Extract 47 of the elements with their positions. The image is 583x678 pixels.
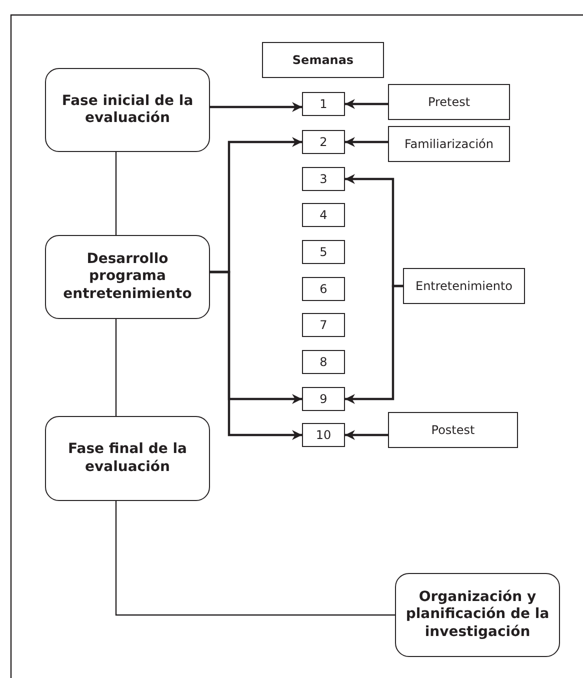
connector-line (115, 152, 117, 235)
node-label: 6 (320, 282, 328, 296)
node-label: 2 (320, 135, 328, 149)
phase-box (45, 416, 210, 501)
week-box (302, 130, 345, 154)
week-box (302, 423, 345, 447)
node-label: Fase inicial de la evaluación (60, 92, 194, 128)
node-label: 1 (320, 97, 328, 111)
week-box (302, 240, 345, 264)
arrow (345, 284, 403, 404)
node-label: Pretest (428, 95, 470, 109)
phase-box (45, 235, 210, 319)
week-box (302, 167, 345, 191)
node-label: Familiarización (404, 137, 494, 151)
node-label: Postest (431, 423, 475, 437)
node-label: Fase final de la evaluación (67, 441, 188, 476)
week-box (302, 350, 345, 374)
arrow (210, 102, 302, 112)
node-label: Entretenimiento (415, 279, 513, 293)
node-label: 9 (320, 392, 328, 406)
node-label: 5 (320, 245, 328, 259)
activity-box (388, 412, 518, 448)
connector-line (115, 319, 117, 416)
arrow (210, 270, 302, 440)
node-label: 8 (320, 355, 328, 369)
node-label: 4 (320, 208, 328, 222)
phase-box (395, 573, 560, 657)
node-label: 10 (316, 428, 332, 442)
week-box (302, 92, 345, 116)
node-label: Desarrollo programa entretenimiento (62, 250, 193, 304)
activity-box (403, 268, 525, 304)
node-label: 3 (320, 172, 328, 186)
node-label: Semanas (292, 53, 354, 67)
week-header-box (262, 42, 384, 78)
week-box (302, 387, 345, 411)
connector-line (115, 501, 395, 616)
node-label: 7 (320, 318, 328, 332)
arrow (345, 137, 388, 147)
arrow (345, 430, 388, 440)
week-box (302, 203, 345, 227)
activity-box (388, 126, 510, 162)
week-box (302, 277, 345, 301)
arrow (345, 99, 388, 109)
node-label: Organización y planificación de la investigación (404, 588, 550, 642)
phase-box (45, 68, 210, 152)
week-box (302, 313, 345, 337)
activity-box (388, 84, 510, 120)
